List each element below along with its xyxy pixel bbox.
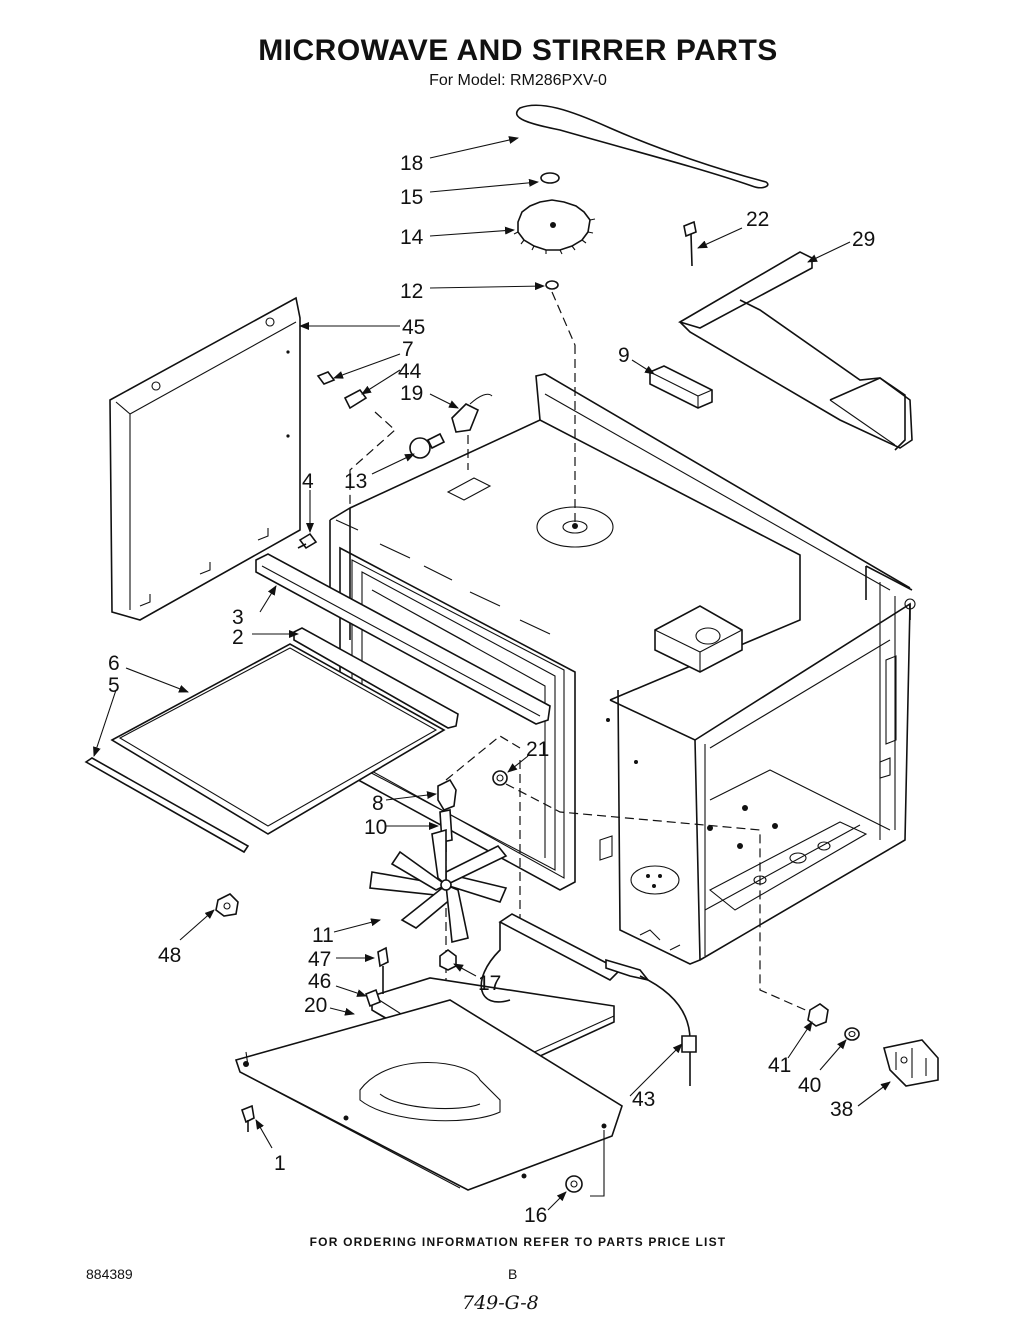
side-panel-part <box>109 296 301 621</box>
retainer-clip-part <box>215 893 239 917</box>
callout-10: 10 <box>364 816 387 839</box>
callout-18: 18 <box>400 152 423 175</box>
callout-45: 45 <box>402 316 425 339</box>
door-trim-upper-part <box>255 553 551 725</box>
callout-11: 11 <box>312 924 334 947</box>
shaft-bushing-part <box>437 778 457 811</box>
model-subtitle: For Model: RM286PXV-0 <box>429 72 607 89</box>
callout-43: 43 <box>632 1088 655 1111</box>
callout-20: 20 <box>304 994 327 1017</box>
callout-5: 5 <box>108 674 120 697</box>
fan-blade-part <box>369 828 508 943</box>
stirrer-clip-part <box>540 172 560 184</box>
callout-29: 29 <box>852 228 875 251</box>
ordering-footer-note: FOR ORDERING INFORMATION REFER TO PARTS … <box>309 1235 727 1249</box>
callout-6: 6 <box>108 652 120 675</box>
base-screw-part <box>241 1104 255 1132</box>
callout-1: 1 <box>274 1152 286 1175</box>
oven-cavity <box>329 373 916 965</box>
lamp-clip-part <box>343 388 368 410</box>
callout-3: 3 <box>232 606 244 629</box>
callout-22: 22 <box>746 208 769 231</box>
callout-13: 13 <box>344 470 367 493</box>
callout-16: 16 <box>524 1204 547 1227</box>
washer-part <box>844 1027 860 1041</box>
callout-17: 17 <box>478 972 501 995</box>
callout-47: 47 <box>308 948 331 971</box>
callout-12: 12 <box>400 280 423 303</box>
callout-41: 41 <box>768 1054 791 1077</box>
absorber-block-part <box>649 365 713 409</box>
panel-screw-part <box>297 532 318 550</box>
glass-panel-part <box>110 643 446 835</box>
callout-9: 9 <box>618 344 630 367</box>
baffle-bracket-part <box>365 988 381 1008</box>
trim-strip-part <box>84 757 250 854</box>
callout-2: 2 <box>232 626 244 649</box>
callout-4: 4 <box>302 470 314 493</box>
stirrer-washer-part <box>545 280 559 290</box>
callout-46: 46 <box>308 970 331 993</box>
callout-labels: 18 15 14 12 22 29 45 7 44 19 9 13 4 3 2 … <box>108 152 875 1227</box>
switch-screw-part <box>316 371 336 385</box>
foot-part <box>565 1175 583 1193</box>
callout-38: 38 <box>830 1098 853 1121</box>
callout-19: 19 <box>400 382 423 405</box>
thermal-cutout-part <box>605 958 697 1086</box>
page-letter: B <box>508 1266 518 1282</box>
fuse-holder-part <box>883 1039 939 1087</box>
callout-14: 14 <box>400 226 424 249</box>
handwritten-note: 749-G-8 <box>462 1292 539 1314</box>
callout-44: 44 <box>398 360 422 383</box>
lamp-bulb-part <box>409 432 446 459</box>
bracket-screw-part <box>683 220 697 267</box>
callout-15: 15 <box>400 186 423 209</box>
callout-21: 21 <box>526 738 549 761</box>
page-title: MICROWAVE AND STIRRER PARTS <box>258 34 778 67</box>
mounting-nut-part <box>807 1003 829 1027</box>
grommet-part <box>492 770 508 786</box>
callout-8: 8 <box>372 792 384 815</box>
document-number: 884389 <box>86 1266 133 1282</box>
callout-7: 7 <box>402 338 414 361</box>
lamp-socket-part <box>451 393 493 433</box>
fan-nut-part <box>439 949 457 971</box>
waveguide-bracket-part <box>678 251 913 451</box>
callout-40: 40 <box>798 1074 821 1097</box>
callout-48: 48 <box>158 944 181 967</box>
mount-pin-part <box>377 946 389 994</box>
stirrer-blade-part <box>513 199 596 255</box>
door-trim-lower-part <box>293 627 459 729</box>
stirrer-belt-part <box>515 104 769 189</box>
base-plate-part <box>234 999 623 1191</box>
leader-lines <box>93 136 891 1211</box>
